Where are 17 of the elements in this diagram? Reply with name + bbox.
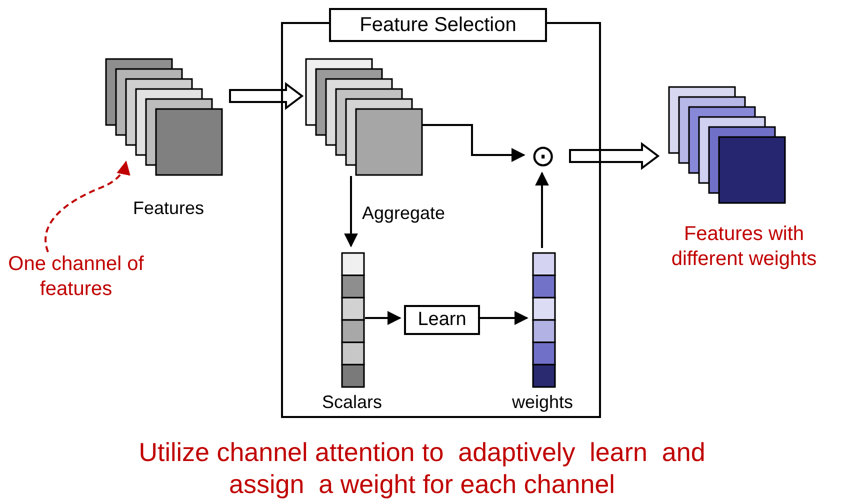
operator-symbol: ⊙ — [528, 141, 558, 173]
leader-line — [44, 160, 130, 252]
caption-text: Scalars — [322, 392, 382, 413]
panel-title: Feature Selection — [329, 8, 547, 42]
block-arrow — [569, 142, 660, 170]
arrow — [421, 124, 526, 162]
caption-text: Utilize channel attention to adaptively learn and assign a weight for each channel — [138, 436, 706, 500]
arrow — [365, 311, 402, 325]
caption-text: Features — [133, 198, 204, 219]
annotation-text: One channel of features — [6, 252, 146, 308]
arrow — [480, 311, 528, 325]
annotation-text: Features with different weights — [670, 222, 818, 272]
process-box: Learn — [404, 305, 480, 335]
block-arrow — [229, 82, 304, 110]
caption-text: weights — [512, 392, 574, 413]
arrow — [535, 172, 549, 248]
arrow — [344, 176, 358, 248]
